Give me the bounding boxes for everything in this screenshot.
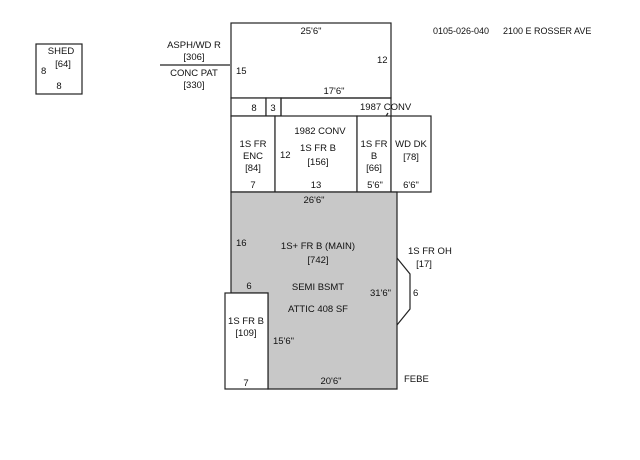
- strip-dim-a: 8: [251, 103, 256, 114]
- overhang-name: 1S FR OH: [408, 246, 452, 257]
- enc-line1: 1S FR: [240, 139, 267, 150]
- shed-label: SHED: [48, 46, 75, 57]
- frb-109-dim-bottom: 7: [243, 378, 248, 389]
- patio-label-top: ASPH/WD R: [167, 40, 221, 51]
- conv-1987-label: 1987 CONV: [360, 102, 412, 113]
- febe-label: FEBE: [404, 374, 429, 385]
- frb-66-line2: B: [371, 151, 377, 162]
- shed-dim-bottom: 8: [56, 81, 61, 92]
- shed-dim-left: 8: [41, 66, 46, 77]
- patio-outline: [230, 22, 392, 99]
- conv-1982-room: [274, 115, 358, 193]
- patio-dim-top: 25'6": [300, 26, 321, 37]
- main-dim-top: 26'6": [303, 195, 324, 206]
- main-name: 1S+ FR B (MAIN): [281, 241, 355, 252]
- frb-109-area: [109]: [235, 328, 256, 339]
- conv-1982-name: 1S FR B: [300, 143, 336, 154]
- enc-area: [84]: [245, 163, 261, 174]
- main-dim-left: 16: [236, 238, 247, 249]
- patio-dim-left: 15: [236, 66, 247, 77]
- wd-dk-area: [78]: [403, 152, 419, 163]
- main-attic: ATTIC 408 SF: [288, 304, 348, 315]
- wd-dk-dim-bottom: 6'6": [403, 180, 419, 191]
- overhang-outline: [396, 257, 411, 326]
- main-basement: SEMI BSMT: [292, 282, 344, 293]
- conv-1982-dim-bottom: 13: [311, 180, 322, 191]
- overhang-area: [17]: [416, 259, 432, 270]
- frb-109-room: [224, 292, 269, 390]
- main-dim-bottom: 20'6": [320, 376, 341, 387]
- patio-label-bottom: CONC PAT: [170, 68, 218, 79]
- wd-dk-room: [390, 115, 432, 193]
- frb-66-line1: 1S FR: [361, 139, 388, 150]
- shed-outline: [35, 43, 83, 95]
- patio-dim-right: 12: [377, 55, 388, 66]
- frb-66-area: [66]: [366, 163, 382, 174]
- conv-1982-dim-left: 12: [280, 150, 291, 161]
- frb-66-room: [356, 115, 392, 193]
- patio-dim-bottom: 17'6": [323, 86, 344, 97]
- frb-109-name: 1S FR B: [228, 316, 264, 327]
- strip-left-cell: [230, 97, 267, 117]
- overhang-dim: 6: [413, 288, 418, 299]
- main-dim-inner: 6: [246, 281, 251, 292]
- main-dim-right: 31'6": [370, 288, 391, 299]
- wd-dk-name: WD DK: [395, 139, 427, 150]
- enc-line2: ENC: [243, 151, 263, 162]
- property-address: 2100 E ROSSER AVE: [503, 26, 591, 36]
- strip-dim-b: 3: [270, 103, 275, 114]
- patio-area-top: [306]: [183, 52, 204, 63]
- conv-1982-label: 1982 CONV: [294, 126, 346, 137]
- shed-area: [64]: [55, 59, 71, 70]
- main-area: [742]: [307, 255, 328, 266]
- main-dim-diag: 15'6": [273, 336, 294, 347]
- enc-dim-bottom: 7: [250, 180, 255, 191]
- patio-area-bottom: [330]: [183, 80, 204, 91]
- frb-66-dim-bottom: 5'6": [367, 180, 383, 191]
- parcel-number: 0105-026-040: [433, 26, 489, 36]
- strip-right-edge: [280, 97, 392, 116]
- conv-1982-area: [156]: [307, 157, 328, 168]
